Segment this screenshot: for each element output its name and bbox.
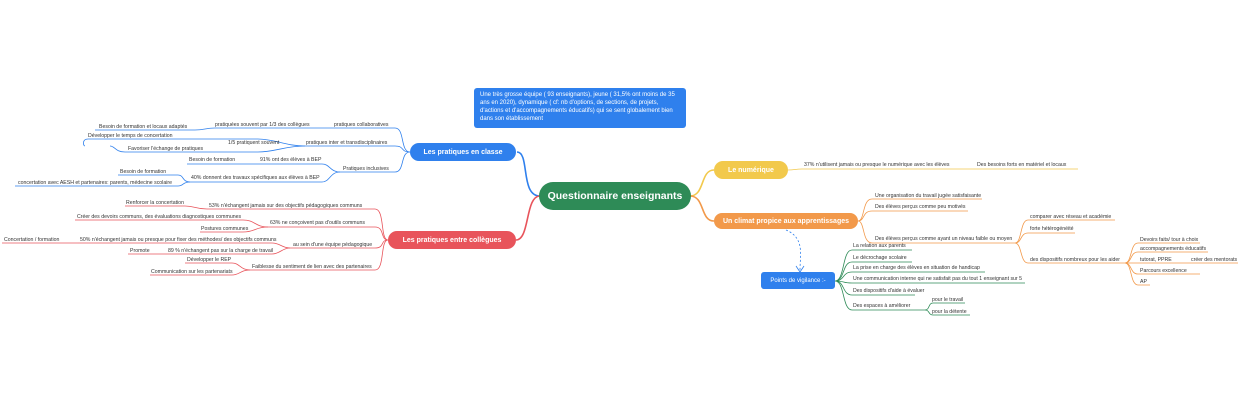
node-concertation[interactable]: Développer le temps de concertation bbox=[88, 133, 173, 139]
node-besoin-formation-1[interactable]: Besoin de formation bbox=[189, 157, 236, 163]
links-numerique bbox=[787, 168, 1078, 171]
topic-pratiques-collegues[interactable]: Les pratiques entre collègues bbox=[388, 231, 516, 249]
vigilance-item-1[interactable]: Le décrochage scolaire bbox=[853, 255, 907, 261]
node-promote[interactable]: Promote bbox=[130, 248, 150, 254]
node-dispositifs[interactable]: des dispositifs nombreux pour les aider bbox=[1030, 257, 1120, 263]
node-inclusives[interactable]: Pratiques inclusives bbox=[343, 166, 389, 172]
node-echange[interactable]: Favoriser l'échange de pratiques bbox=[128, 146, 204, 152]
node-faiblesse[interactable]: Faiblesse du sentiment de lien avec des … bbox=[252, 264, 372, 270]
vigilance-item-4[interactable]: Des dispositifs d'aide à évaluer bbox=[853, 288, 925, 294]
node-p63[interactable]: 63% ne conçoivent pas d'outils communs bbox=[270, 220, 365, 226]
node-aesh[interactable]: concertation avec AESH et partenaires: p… bbox=[18, 180, 172, 186]
node-equipe[interactable]: au sein d'une équipe pédagogique bbox=[293, 242, 373, 248]
topic-numerique[interactable]: Le numérique bbox=[714, 161, 788, 179]
node-heterogeneite[interactable]: forte hétérogénéité bbox=[1030, 226, 1074, 232]
vigilance-item-2[interactable]: La prise en charge des élèves en situati… bbox=[853, 265, 980, 271]
topic-pratiques-classe[interactable]: Les pratiques en classe bbox=[410, 143, 516, 161]
node-besoin-locaux[interactable]: Besoin de formation et locaux adaptés bbox=[99, 124, 188, 130]
vigilance-item-3[interactable]: Une communication interne qui ne satisfa… bbox=[853, 276, 1022, 282]
links-climat bbox=[857, 198, 1238, 286]
node-communication[interactable]: Communication sur les partenariats bbox=[151, 269, 233, 275]
node-p89[interactable]: 89 % n'échangent pas sur la charge de tr… bbox=[168, 248, 274, 254]
relation-dashed bbox=[785, 229, 801, 271]
link-root-climat bbox=[689, 195, 715, 222]
node-postures[interactable]: Postures communes bbox=[201, 226, 249, 232]
node-collab[interactable]: pratiques collaboratives bbox=[334, 122, 389, 128]
vigilance-item-5[interactable]: Des espaces à améliorer bbox=[853, 303, 911, 309]
link-root-collegues bbox=[515, 195, 541, 241]
node-organisation[interactable]: Une organisation du travail jugée satisf… bbox=[875, 193, 982, 199]
node-p50[interactable]: 50% n'échangent jamais ou presque pour f… bbox=[80, 237, 277, 243]
node-tutorat[interactable]: tutorat, PPRE bbox=[1140, 257, 1172, 263]
vigilance-detente[interactable]: pour la détente bbox=[932, 309, 967, 315]
node-motives[interactable]: Des élèves perçus comme peu motivés bbox=[875, 204, 966, 210]
node-ebep-40[interactable]: 40% donnent des travaux spécifiques aux … bbox=[191, 175, 320, 181]
node-devoirs-faits[interactable]: Devoirs faits/ tour à choix bbox=[1140, 237, 1199, 243]
node-ap[interactable]: AP bbox=[1140, 279, 1147, 285]
links-collegues bbox=[2, 205, 389, 276]
vigilance-item-0[interactable]: La relation aux parents bbox=[853, 243, 906, 249]
link-root-numerique bbox=[689, 169, 715, 197]
vigilance-travail[interactable]: pour le travail bbox=[932, 297, 964, 303]
node-ebep-91[interactable]: 91% ont des élèves à BEP bbox=[260, 157, 322, 163]
root-node[interactable]: Questionnaire enseignants bbox=[539, 182, 691, 210]
node-p53[interactable]: 53% n'échangent jamais sur des objectifs… bbox=[209, 203, 363, 209]
node-parcours[interactable]: Parcours excellence bbox=[1140, 268, 1187, 274]
node-renforcer[interactable]: Renforcer la concertation bbox=[126, 200, 184, 206]
node-accompagnements[interactable]: accompagnements éducatifs bbox=[1140, 246, 1207, 252]
links-vigilance bbox=[834, 249, 1025, 316]
node-points-vigilance[interactable]: Points de vigilance :- bbox=[761, 272, 835, 289]
node-numerique-besoins[interactable]: Des besoins forts en matériel et locaux bbox=[977, 162, 1067, 168]
node-comparer[interactable]: comparer avec réseau et académie bbox=[1030, 214, 1112, 220]
node-numerique-p37[interactable]: 37% n'utilisent jamais ou presque le num… bbox=[804, 162, 950, 168]
topic-climat[interactable]: Un climat propice aux apprentissages bbox=[714, 213, 858, 229]
node-niveau[interactable]: Des élèves perçus comme ayant un niveau … bbox=[875, 236, 1013, 242]
node-creer[interactable]: Créer des devoirs communs, des évaluatio… bbox=[77, 214, 242, 220]
summary-note[interactable]: Une très grosse équipe ( 93 enseignants)… bbox=[474, 88, 686, 128]
node-rep[interactable]: Développer le REP bbox=[187, 257, 232, 263]
node-interdisc-detail[interactable]: 1/5 pratiquent souvent bbox=[228, 140, 280, 146]
node-mentorats[interactable]: créer des mentorats bbox=[1191, 257, 1238, 263]
links-classe bbox=[15, 127, 411, 187]
node-besoin-formation-2[interactable]: Besoin de formation bbox=[120, 169, 167, 175]
node-collab-detail[interactable]: pratiquées souvent par 1/3 des collègues bbox=[215, 122, 310, 128]
node-interdisc[interactable]: pratiques inter et transdisciplinaires bbox=[306, 140, 388, 146]
node-concert-form[interactable]: Concertation / formation bbox=[4, 237, 60, 243]
link-root-classe bbox=[516, 151, 541, 197]
